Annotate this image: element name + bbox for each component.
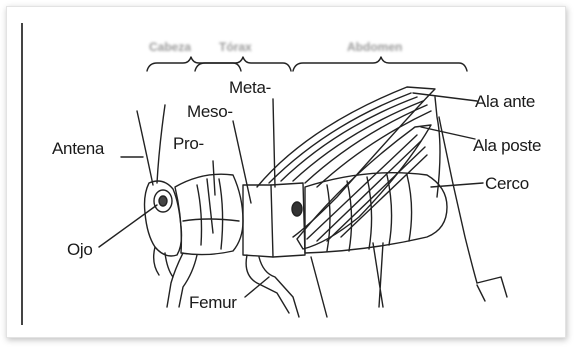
- label-ojo: Ojo: [67, 241, 93, 258]
- label-cerco: Cerco: [485, 175, 529, 192]
- label-pro: Pro-: [173, 135, 204, 152]
- leader-ala-ante: [413, 93, 477, 101]
- leader-pro: [213, 161, 215, 195]
- header-abdomen: Abdomen: [347, 41, 402, 53]
- leader-ala-poste: [421, 127, 475, 139]
- figure-frame: Cabeza Tórax Abdomen Antena Ojo Pro- Mes…: [6, 6, 566, 338]
- label-ala-anterior: Ala ante: [475, 93, 535, 110]
- header-thorax: Tórax: [219, 41, 252, 53]
- label-antena: Antena: [52, 140, 104, 157]
- metathorax: [271, 183, 305, 257]
- hind-leg-mid: [311, 257, 327, 317]
- hind-leg-lower: [373, 243, 383, 307]
- brace-head: [147, 57, 241, 71]
- label-meta: Meta-: [229, 79, 271, 96]
- leader-meta: [273, 99, 275, 187]
- grasshopper-illustration: [7, 7, 565, 337]
- hind-tibia: [439, 117, 477, 283]
- brace-abdomen: [293, 57, 467, 71]
- antenna-1: [137, 111, 153, 185]
- header-head: Cabeza: [149, 41, 191, 53]
- mesothorax: [243, 185, 273, 257]
- pronotum: [175, 174, 243, 254]
- mid-leg: [246, 255, 289, 313]
- label-femur: Femur: [189, 294, 237, 311]
- leader-ojo: [99, 205, 157, 247]
- antenna-2: [157, 105, 165, 183]
- label-ala-posterior: Ala poste: [473, 137, 541, 154]
- leader-meso: [233, 121, 251, 203]
- frame-right-margin: [551, 7, 565, 337]
- brace-thorax: [195, 57, 291, 71]
- mouthparts: [154, 247, 173, 277]
- label-meso: Meso-: [187, 103, 233, 120]
